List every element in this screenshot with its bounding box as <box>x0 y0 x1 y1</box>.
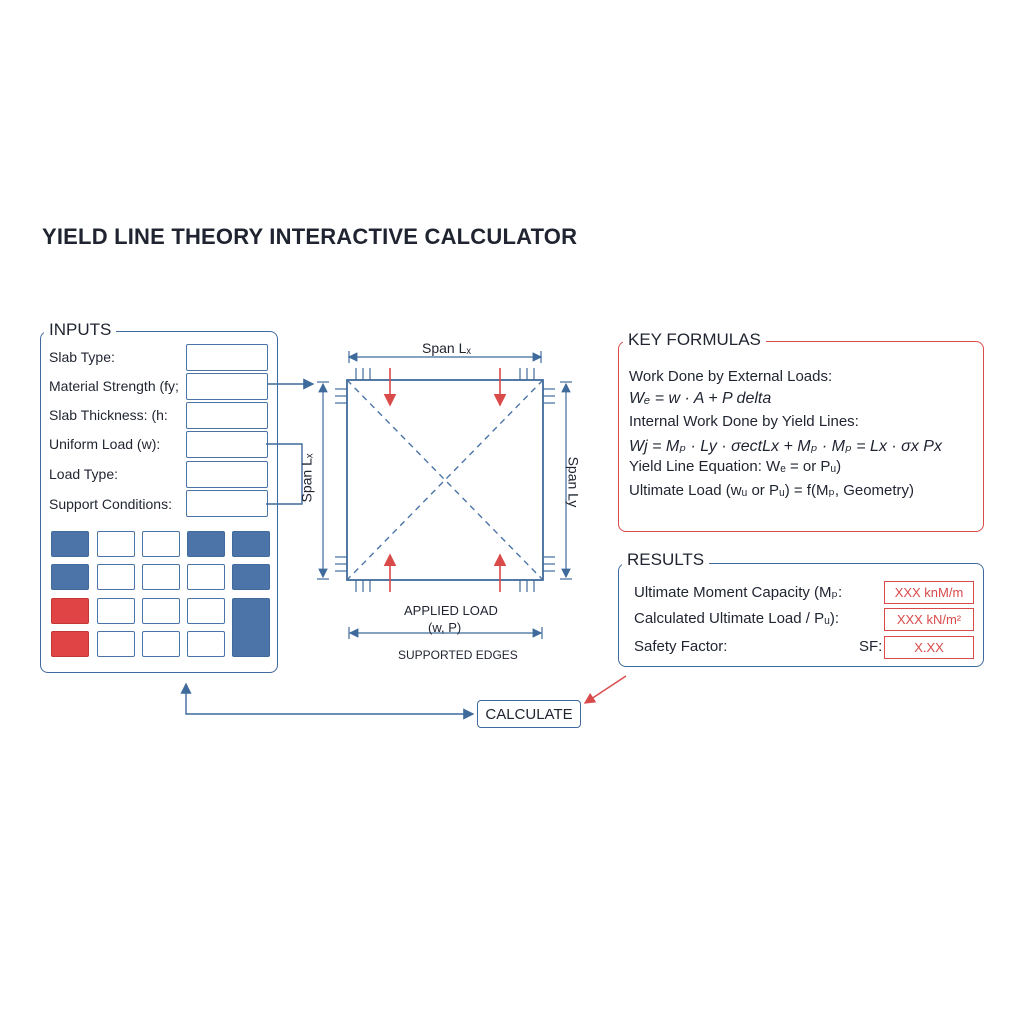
formula-external-work: Wₑ = w · A + P delta <box>629 390 772 407</box>
keypad-key[interactable] <box>142 531 180 557</box>
results-heading: RESULTS <box>622 550 710 570</box>
applied-load-label: APPLIED LOAD <box>404 603 498 618</box>
applied-load-symbols: (w, P) <box>428 620 462 635</box>
span-left-label: Span Lₓ <box>298 453 315 503</box>
keypad-key[interactable] <box>142 598 180 624</box>
inputs-heading: INPUTS <box>44 320 117 340</box>
formula-heading-external: Work Done by External Loads: <box>629 368 833 385</box>
formula-internal-work: Wj = Mₚ · Ly · σectLx + Mₚ · Mₚ = Lx · σ… <box>629 438 942 455</box>
formula-heading-internal: Internal Work Done by Yield Lines: <box>629 413 859 430</box>
safety-factor-value: X.XX <box>884 636 974 659</box>
slab-type-label: Slab Type: <box>49 349 115 365</box>
keypad-key[interactable] <box>51 598 89 624</box>
yield-line <box>346 379 544 581</box>
keypad-key[interactable] <box>187 564 225 590</box>
formula-ultimate-load: Ultimate Load (wᵤ or Pᵤ) = f(Mₚ, Geometr… <box>629 482 915 499</box>
formulas-heading: KEY FORMULAS <box>623 330 766 350</box>
calculate-connector <box>180 682 475 720</box>
load-type-label: Load Type: <box>49 466 119 482</box>
moment-capacity-value: XXX knM/m <box>884 581 974 604</box>
ultimate-load-label: Calculated Ultimate Load / Pᵤ): <box>634 610 839 627</box>
slab-thickness-input[interactable] <box>186 402 268 429</box>
calculate-button[interactable]: CALCULATE <box>477 700 581 728</box>
keypad-key[interactable] <box>51 564 89 590</box>
support-conditions-input[interactable] <box>186 490 268 517</box>
keypad-key[interactable] <box>187 598 225 624</box>
span-top-label: Span Lₓ <box>422 340 471 356</box>
material-strength-input[interactable] <box>186 373 268 400</box>
connector-bracket <box>266 443 303 505</box>
formulas-panel: Work Done by External Loads: Wₑ = w · A … <box>618 341 984 532</box>
keypad-key[interactable] <box>187 531 225 557</box>
keypad-key[interactable] <box>232 531 270 557</box>
load-arrows <box>383 368 507 592</box>
slab-type-input[interactable] <box>186 344 268 371</box>
keypad-key[interactable] <box>97 631 135 657</box>
keypad-key[interactable] <box>97 564 135 590</box>
supported-edges-label: SUPPORTED EDGES <box>398 648 518 662</box>
keypad-key[interactable] <box>232 598 270 657</box>
uniform-load-input[interactable] <box>186 431 268 458</box>
keypad-key[interactable] <box>232 564 270 590</box>
material-strength-label: Material Strength (fy; <box>49 378 179 394</box>
results-panel: Ultimate Moment Capacity (Mₚ: XXX knM/m … <box>618 563 984 667</box>
ultimate-load-value: XXX kN/m² <box>884 608 974 631</box>
moment-capacity-label: Ultimate Moment Capacity (Mₚ: <box>634 584 843 601</box>
inputs-panel: Slab Type: Material Strength (fy; Slab T… <box>40 331 278 673</box>
keypad-key[interactable] <box>187 631 225 657</box>
yield-line <box>346 379 544 581</box>
load-type-input[interactable] <box>186 461 268 488</box>
slab-thickness-label: Slab Thickness: (h: <box>49 407 168 423</box>
page-title: YIELD LINE THEORY INTERACTIVE CALCULATOR <box>42 224 578 249</box>
dimension-lines <box>317 351 572 639</box>
keypad-key[interactable] <box>142 631 180 657</box>
keypad-key[interactable] <box>51 631 89 657</box>
uniform-load-label: Uniform Load (w): <box>49 436 161 452</box>
keypad-key[interactable] <box>97 598 135 624</box>
keypad-key[interactable] <box>51 531 89 557</box>
support-conditions-label: Support Conditions: <box>49 496 172 512</box>
keypad-key[interactable] <box>97 531 135 557</box>
safety-factor-label: Safety Factor: <box>634 638 728 655</box>
formula-yield-line-equation: Yield Line Equation: Wₑ = or Pᵤ) <box>629 458 842 475</box>
results-connector-arrow <box>583 675 627 704</box>
support-ticks <box>335 368 555 592</box>
keypad-key[interactable] <box>142 564 180 590</box>
safety-factor-prefix: SF: <box>859 638 883 655</box>
slab-outline <box>346 379 544 581</box>
span-right-label: Span Ly <box>565 456 582 508</box>
